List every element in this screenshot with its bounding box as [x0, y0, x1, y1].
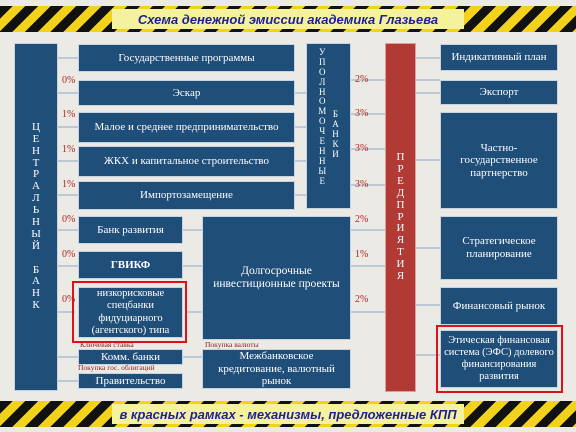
pct-housing: 1%	[62, 144, 76, 155]
vertical-letter: Е	[32, 132, 40, 145]
vertical-letter: Л	[32, 192, 40, 205]
vertical-letter: И	[396, 258, 405, 271]
vertical-letter: Н	[318, 155, 326, 166]
special-banks-box: низкорисковые спецбанки фидуциарного (аг…	[78, 287, 183, 338]
pct-sme: 1%	[62, 109, 76, 120]
gov-bonds-label: Покупка гос. облигаций	[78, 363, 155, 372]
pct-banks-3: 3%	[355, 143, 369, 154]
vertical-letter: У	[319, 47, 326, 57]
key-rate-label: Ключевая ставка	[80, 340, 134, 349]
vertical-letter: Е	[319, 136, 325, 147]
program-import-box: Импортозамещение	[78, 181, 295, 210]
vertical-letter: Р	[397, 163, 404, 176]
vertical-letter: Ц	[32, 120, 40, 133]
financial-market-box: Финансовый рынок	[440, 287, 558, 325]
government-box: Правительство	[78, 373, 183, 389]
pct-banks-2: 3%	[355, 108, 369, 119]
footer-band: в красных рамках - механизмы, предложенн…	[0, 401, 576, 427]
vertical-letter: Н	[32, 144, 40, 157]
vertical-letter: Н	[32, 215, 40, 228]
vertical-letter: Н	[32, 287, 40, 300]
dev-bank-box: Банк развития	[78, 216, 183, 244]
vertical-letter: П	[396, 151, 405, 164]
pct-eskar: 0%	[62, 75, 76, 86]
vertical-letter: К	[32, 299, 40, 312]
ethical-finance-red-frame	[436, 325, 563, 393]
pct-special-banks: 0%	[62, 294, 76, 305]
vertical-letter: Ы	[31, 227, 41, 240]
pct-banks-4: 3%	[355, 179, 369, 190]
currency-purchase-label: Покупка валюты	[205, 340, 259, 349]
ethical-finance-box: Этическая финансовая система (ЭФС) долев…	[440, 330, 558, 388]
vertical-letter: А	[32, 180, 40, 193]
strategic-planning-box: Стратегическое планирование	[440, 216, 558, 280]
vertical-letter: А	[332, 118, 339, 129]
pct-long-2: 1%	[355, 249, 369, 260]
vertical-letter: Т	[397, 246, 404, 259]
program-sme-box: Малое и среднее предпринимательство	[78, 112, 295, 143]
vertical-letter: Я	[396, 234, 405, 247]
vertical-letter: П	[396, 198, 405, 211]
export-box: Экспорт	[440, 80, 558, 105]
vertical-letter: Л	[319, 76, 326, 87]
vertical-letter: Ч	[319, 126, 326, 137]
gvikf-box: ГВИКФ	[78, 251, 183, 279]
vertical-letter: Ы	[318, 165, 327, 176]
footer-title: в красных рамках - механизмы, предложенн…	[112, 404, 464, 424]
vertical-letter: Н	[318, 145, 326, 156]
vertical-letter: Й	[32, 239, 40, 252]
vertical-letter: Б	[332, 109, 339, 119]
program-eskar-box: Эскар	[78, 80, 295, 106]
vertical-letter: О	[318, 116, 326, 127]
vertical-letter: Б	[32, 263, 40, 276]
vertical-letter: К	[332, 138, 339, 149]
vertical-letter: Д	[396, 186, 405, 199]
vertical-letter: Н	[318, 86, 326, 97]
vertical-letter: М	[318, 106, 327, 117]
special-banks-red-frame	[72, 281, 187, 343]
vertical-letter: Р	[32, 168, 40, 181]
pct-dev-bank: 0%	[62, 214, 76, 225]
page-title: Схема денежной эмиссии академика Глазьев…	[112, 9, 464, 29]
comm-banks-box: Комм. банки	[78, 349, 183, 365]
ppp-box: Частно-государственное партнерство	[440, 112, 558, 209]
indicative-plan-box: Индикативный план	[440, 44, 558, 71]
interbank-box: Межбанковское кредитование, валютный рын…	[202, 349, 351, 389]
vertical-letter: И	[396, 222, 405, 235]
vertical-letter: Е	[319, 175, 325, 186]
vertical-letter: Т	[32, 156, 40, 169]
vertical-letter: Я	[396, 269, 405, 282]
pct-gvikf: 0%	[62, 249, 76, 260]
program-gov-box: Государственные программы	[78, 44, 295, 72]
pct-banks-1: 2%	[355, 74, 369, 85]
vertical-letter: П	[318, 56, 326, 67]
vertical-letter: О	[318, 66, 326, 77]
header-band: Схема денежной эмиссии академика Глазьев…	[0, 6, 576, 32]
program-housing-box: ЖКХ и капитальное строительство	[78, 146, 295, 177]
pct-import: 1%	[62, 179, 76, 190]
vertical-letter: О	[318, 96, 326, 107]
long-projects-box: Долгосрочные инвестиционные проекты	[202, 216, 351, 340]
vertical-letter: И	[332, 148, 339, 159]
vertical-letter: Н	[332, 128, 339, 139]
vertical-letter: Е	[397, 174, 404, 187]
vertical-letter: А	[32, 275, 40, 288]
vertical-letter: Ь	[32, 204, 40, 217]
vertical-letter: Р	[397, 210, 404, 223]
pct-long-1: 2%	[355, 214, 369, 225]
pct-long-3: 2%	[355, 294, 369, 305]
